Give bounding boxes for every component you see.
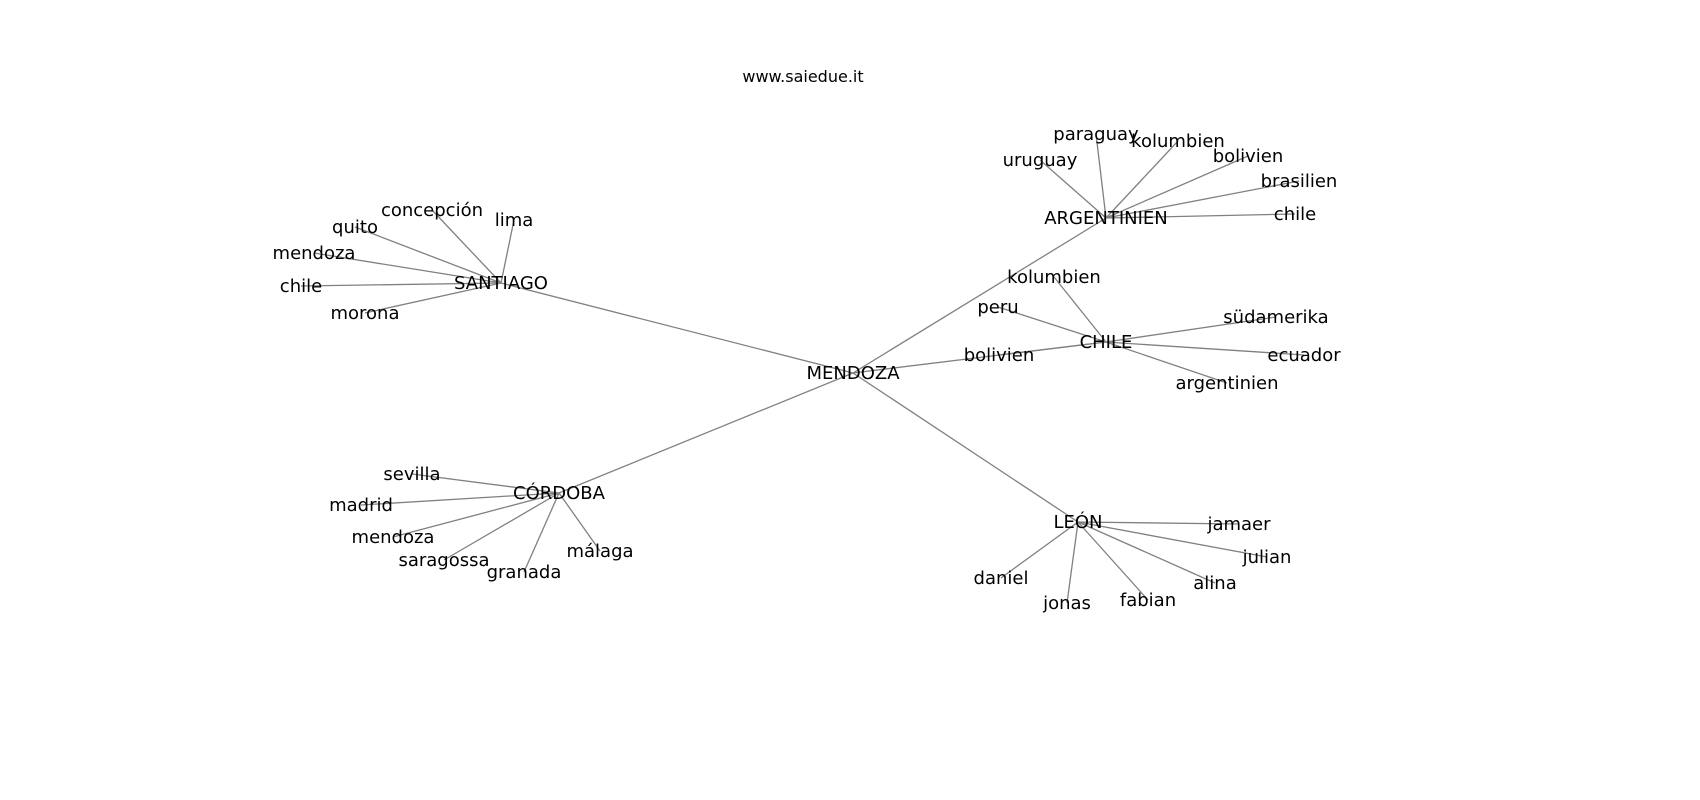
node-label: madrid [329,495,393,516]
node-label: granada [487,562,562,583]
edge-chile-ecuador [1105,341,1305,356]
node-label: mendoza [352,527,435,548]
edge-córdoba-sevilla [411,473,560,494]
node-label: argentinien [1176,373,1279,394]
node-label: brasilien [1261,171,1338,192]
diagram-title: www.saiedue.it [742,67,863,86]
edge-santiago-lima [500,219,515,284]
node-label: alina [1193,573,1236,594]
node-label: CHILE [1080,332,1133,353]
edge-león-jamaer [1077,521,1240,525]
edge-mendoza-santiago [500,282,854,374]
node-label: kolumbien [1007,267,1101,288]
edge-león-julian [1077,521,1268,558]
edge-santiago-quito [354,226,502,284]
edge-argentinien-paraguay [1095,133,1107,219]
node-label: ecuador [1267,345,1341,366]
edge-león-alina [1077,521,1216,584]
node-label: SANTIAGO [454,273,548,294]
node-label: LEÓN [1053,511,1102,533]
node-label: peru [977,297,1018,318]
node-label: quito [332,217,378,238]
edge-santiago-mendoza [313,252,502,284]
edge-león-jonas [1066,521,1079,604]
node-label: CÓRDOBA [513,482,606,504]
node-label: südamerika [1223,307,1328,328]
edge-chile-peru [997,306,1107,343]
edge-córdoba-granada [523,492,560,573]
node-label: concepción [381,200,483,221]
edge-argentinien-chile [1105,213,1296,219]
edge-córdoba-mendoza [392,492,560,538]
edge-córdoba-madrid [360,492,560,506]
edge-santiago-concepción [431,209,502,284]
node-label: bolivien [964,345,1035,366]
node-label: bolivien [1213,146,1284,167]
node-label: ARGENTINIEN [1044,208,1168,229]
node-label: chile [280,276,322,297]
node-label: fabian [1120,590,1176,611]
node-label: morona [330,303,399,324]
edge-chile-kolumbien [1053,276,1107,343]
edge-león-fabian [1077,521,1149,601]
edge-córdoba-málaga [558,492,601,552]
edge-argentinien-bolivien [1105,155,1249,219]
edge-mendoza-córdoba [558,372,854,494]
edge-mendoza-león [852,372,1079,523]
edge-mendoza-argentinien [852,217,1107,374]
node-label: chile [1274,204,1316,225]
node-label: jonas [1042,593,1091,614]
node-label: mendoza [273,243,356,264]
node-label: saragossa [398,550,489,571]
edge-argentinien-kolumbien [1105,140,1179,219]
node-label: uruguay [1003,150,1078,171]
labels-layer: MENDOZA SANTIAGO concepción lima quito mendoz… [273,124,1342,614]
edge-santiago-chile [300,282,502,287]
node-label: málaga [566,541,633,562]
edge-león-daniel [1000,521,1079,579]
edges-layer [300,133,1305,604]
edge-chile-südamerika [1105,316,1277,343]
node-label: daniel [974,568,1029,589]
edge-santiago-morona [364,282,502,314]
edge-argentinien-brasilien [1105,180,1300,219]
node-label: MENDOZA [806,363,900,384]
edge-chile-bolivien [998,341,1107,356]
node-label: kolumbien [1131,131,1225,152]
edge-chile-argentinien [1105,341,1228,384]
edge-argentinien-uruguay [1039,159,1107,219]
node-label: paraguay [1053,124,1139,145]
node-label: julian [1242,547,1292,568]
node-label: sevilla [383,464,440,485]
edge-córdoba-saragossa [443,492,560,561]
node-label: jamaer [1206,514,1271,535]
node-label: lima [495,210,534,231]
